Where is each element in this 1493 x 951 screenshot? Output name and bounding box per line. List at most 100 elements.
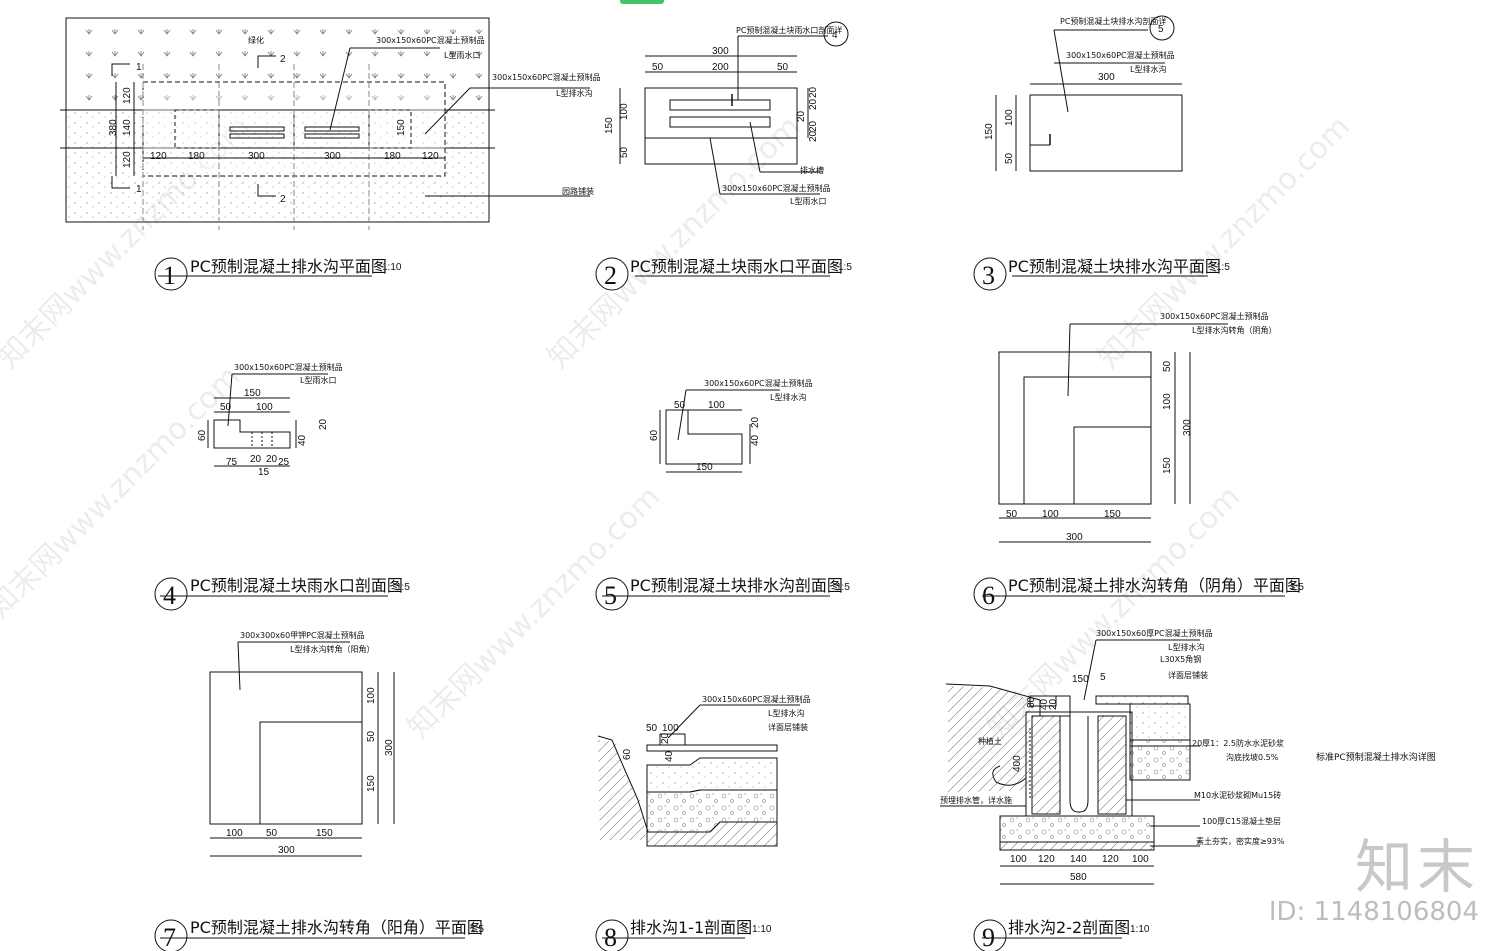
p1-title: PC预制混凝土排水沟平面图 xyxy=(190,257,387,276)
p6-scale: 1:5 xyxy=(1290,582,1304,593)
p9-dim-b120a: 120 xyxy=(1038,854,1055,865)
p3-note-b: L型排水沟 xyxy=(1130,64,1166,74)
p9-scale: 1:10 xyxy=(1130,924,1150,935)
p5-note-a: 300x150x60PC混凝土预制品 xyxy=(704,378,813,388)
p1-note-f: 园路铺装 xyxy=(562,186,594,196)
p7-dim-h150: 150 xyxy=(316,828,333,839)
p9-dim-b140: 140 xyxy=(1070,854,1087,865)
p7-number: 7 xyxy=(163,923,176,951)
p7-dim-h100: 100 xyxy=(226,828,243,839)
panel-3-channel-plan xyxy=(973,15,1208,291)
p5-dim-v40: 40 xyxy=(750,434,761,446)
p1-note-e: 绿化 xyxy=(248,35,264,45)
p4-note-b: L型雨水口 xyxy=(300,375,336,385)
panel-7-outer-corner-plan xyxy=(154,641,465,951)
panel-3-labels: PC预制混凝土块排水沟剖面详 5 300x150x60PC混凝土预制品 L型排水… xyxy=(982,16,1230,290)
p4-dim-v60: 60 xyxy=(197,429,208,441)
panel-8-section-1-1 xyxy=(595,704,800,951)
p7-note-b: L型排水沟转角（阳角） xyxy=(290,644,374,654)
p5-dim-150: 150 xyxy=(696,462,713,473)
p7-dim-v300: 300 xyxy=(384,739,395,756)
p9-dim-v20: 20 xyxy=(1048,698,1059,710)
p3-number: 3 xyxy=(982,261,995,290)
p4-dim-v40: 40 xyxy=(297,434,308,446)
p8-dim-60: 60 xyxy=(622,748,633,760)
p3-scale: 1:5 xyxy=(1216,262,1230,273)
p4-dim-v20: 20 xyxy=(318,418,329,430)
p3-dim-v100: 100 xyxy=(1004,109,1015,126)
p2-dim-50a: 50 xyxy=(652,62,664,73)
p6-dim-h100: 100 xyxy=(1042,509,1059,520)
p4-dim-100: 100 xyxy=(256,402,273,413)
p9-number: 9 xyxy=(982,923,995,951)
p2-dim-v20a: 20 xyxy=(808,86,819,98)
p6-dim-v300: 300 xyxy=(1182,419,1193,436)
p2-dim-v20c: 20 xyxy=(796,110,807,122)
panel-1-drainage-plan xyxy=(60,17,590,291)
p6-dim-v150: 150 xyxy=(1162,457,1173,474)
p2-note-b: 300x150x60PC混凝土预制品 xyxy=(722,183,831,193)
p4-note-a: 300x150x60PC混凝土预制品 xyxy=(234,362,343,372)
p1-dim-h3: 300 xyxy=(248,151,265,162)
p6-note-b: L型排水沟转角（阴角） xyxy=(1192,325,1276,335)
p8-note-c: 详面层铺装 xyxy=(768,722,808,732)
top-tab-indicator[interactable] xyxy=(620,0,664,4)
p2-dim-v20d: 20 xyxy=(808,120,819,132)
p3-note-a: 300x150x60PC混凝土预制品 xyxy=(1066,50,1175,60)
p9-note-j: 种植土 xyxy=(978,736,1002,746)
p2-title: PC预制混凝土块雨水口平面图 xyxy=(630,257,843,276)
panel-8-labels: 300x150x60PC混凝土预制品 L型排水沟 详面层铺装 50 100 20… xyxy=(604,694,811,951)
p6-dim-h150: 150 xyxy=(1104,509,1121,520)
p1-scale: 1:10 xyxy=(382,262,402,273)
p6-dim-v50: 50 xyxy=(1162,360,1173,372)
p3-title: PC预制混凝土块排水沟平面图 xyxy=(1008,257,1221,276)
p2-dim-v20b: 20 xyxy=(808,98,819,110)
p9-note-e: 20厚1：2.5防水水泥砂浆 xyxy=(1192,738,1284,748)
p1-secmark-1b: 1 xyxy=(136,184,142,195)
p1-note-d: L型排水沟 xyxy=(556,88,592,98)
p8-title: 排水沟1-1剖面图 xyxy=(630,918,752,937)
p1-note-b: L型雨水口 xyxy=(444,50,480,60)
p8-number: 8 xyxy=(604,923,617,951)
p9-dim-b580: 580 xyxy=(1070,872,1087,883)
p7-note-a: 300x300x60甲钾PC混凝土预制品 xyxy=(240,630,365,640)
panel-4-labels: 300x150x60PC混凝土预制品 L型雨水口 150 50 100 75 2… xyxy=(163,362,410,610)
p6-dim-h300: 300 xyxy=(1066,532,1083,543)
p4-dim-20a: 20 xyxy=(250,454,262,465)
p1-dim-h6: 120 xyxy=(422,151,439,162)
p9-title: 排水沟2-2剖面图 xyxy=(1008,918,1130,937)
p6-note-a: 300x150x60PC混凝土预制品 xyxy=(1160,311,1269,321)
p2-ref: 4 xyxy=(832,30,838,41)
p2-note-c: L型雨水口 xyxy=(790,196,826,206)
p9-dim-150: 150 xyxy=(1072,674,1089,685)
p3-dim-300: 300 xyxy=(1098,72,1115,83)
panel-5-labels: 300x150x60PC混凝土预制品 L型排水沟 50 100 150 60 4… xyxy=(604,378,850,610)
p1-dim-v5: 150 xyxy=(396,119,407,136)
p1-dim-v1: 120 xyxy=(122,87,133,104)
p9-dim-v400: 400 xyxy=(1012,755,1023,772)
p1-secmark-2a: 2 xyxy=(280,54,286,65)
panel-2-labels: PC预制混凝土块雨水口剖面详 4 300 50 200 50 150 100 5… xyxy=(604,25,852,290)
p9-dim-b100a: 100 xyxy=(1010,854,1027,865)
p4-number: 4 xyxy=(163,581,176,610)
p4-dim-50: 50 xyxy=(220,402,232,413)
p9-note-c: L30X5角钢 xyxy=(1160,654,1201,664)
p8-dim-100: 100 xyxy=(662,723,679,734)
p9-dim-b100b: 100 xyxy=(1132,854,1149,865)
p3-ref-note: PC预制混凝土块排水沟剖面详 xyxy=(1060,16,1166,26)
p8-dim-20: 20 xyxy=(660,732,671,744)
p2-scale: 1:5 xyxy=(838,262,852,273)
p8-note-a: 300x150x60PC混凝土预制品 xyxy=(702,694,811,704)
p1-number: 1 xyxy=(163,261,176,290)
p9-dim-v40: 40 xyxy=(1039,698,1050,710)
p8-scale: 1:10 xyxy=(752,924,772,935)
p6-dim-v100: 100 xyxy=(1162,393,1173,410)
p4-dim-25: 25 xyxy=(278,457,290,468)
p7-dim-v50: 50 xyxy=(366,730,377,742)
panel-5-channel-section xyxy=(595,389,830,611)
p5-dim-v60: 60 xyxy=(649,429,660,441)
p3-dim-v50: 50 xyxy=(1004,152,1015,164)
p5-number: 5 xyxy=(604,581,617,610)
watermark-4: 知末网www.znzmo.com xyxy=(401,479,667,745)
